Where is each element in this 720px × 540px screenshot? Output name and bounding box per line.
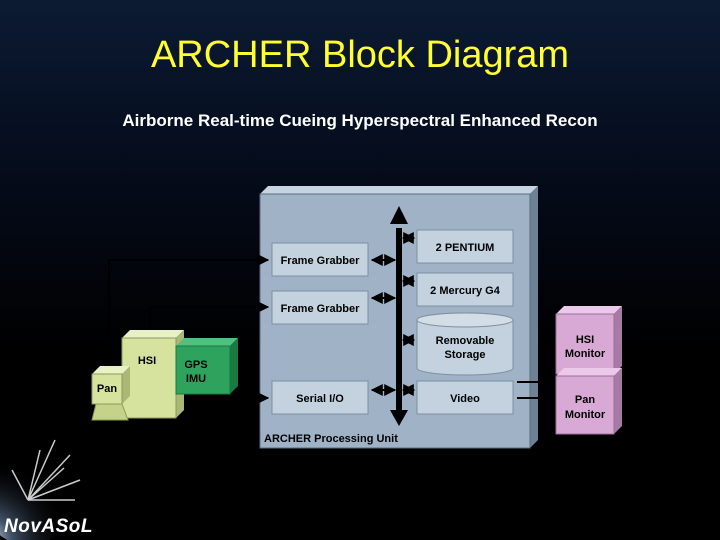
frame-grabber-label-1: Frame Grabber (281, 255, 361, 267)
slide-title: ARCHER Block Diagram (150, 34, 570, 76)
sensor-links (108, 254, 270, 404)
pan-monitor-label-line2: Monitor (565, 409, 606, 421)
frame-grabber-block-1 (271, 242, 369, 277)
hsi-monitor-label-line1: HSI (576, 334, 594, 346)
gps-imu-sensor (175, 338, 238, 395)
hsi-sensor-label: HSI (138, 355, 156, 367)
serial-io-block (271, 380, 369, 415)
pentium-block (416, 229, 514, 264)
frame-grabber-label-2: Frame Grabber (281, 303, 361, 315)
pentium-label: 2 PENTIUM (436, 242, 495, 254)
video-label: Video (450, 393, 480, 405)
hsi-monitor-label-line2: Monitor (565, 348, 606, 360)
slide-subtitle: Airborne Real-time Cueing Hyperspectral … (122, 111, 598, 130)
mercury-block (416, 272, 514, 307)
system-bus (390, 206, 408, 426)
removable-storage-block (416, 312, 514, 376)
hsi-monitor (555, 306, 622, 375)
pan-monitor-label-line1: Pan (575, 394, 595, 406)
pan-sensor-label: Pan (97, 383, 117, 395)
storage-label-line2: Storage (445, 349, 486, 361)
gps-label-line2: IMU (186, 373, 206, 385)
hsi-sensor (121, 330, 184, 419)
serial-io-label: Serial I/O (296, 393, 344, 405)
starburst-icon (0, 439, 81, 540)
bus-connectors (370, 232, 416, 396)
processing-unit-label: ARCHER Processing Unit (264, 433, 398, 445)
frame-grabber-block-2 (271, 290, 369, 325)
storage-label-line1: Removable (436, 335, 495, 347)
gps-label-line1: GPS (184, 359, 207, 371)
novasol-logo: NovASoL (4, 516, 93, 537)
monitor-links (517, 338, 554, 404)
pan-sensor (91, 366, 130, 421)
video-block (416, 380, 514, 415)
mercury-label: 2 Mercury G4 (430, 285, 501, 297)
pan-monitor (555, 368, 622, 435)
